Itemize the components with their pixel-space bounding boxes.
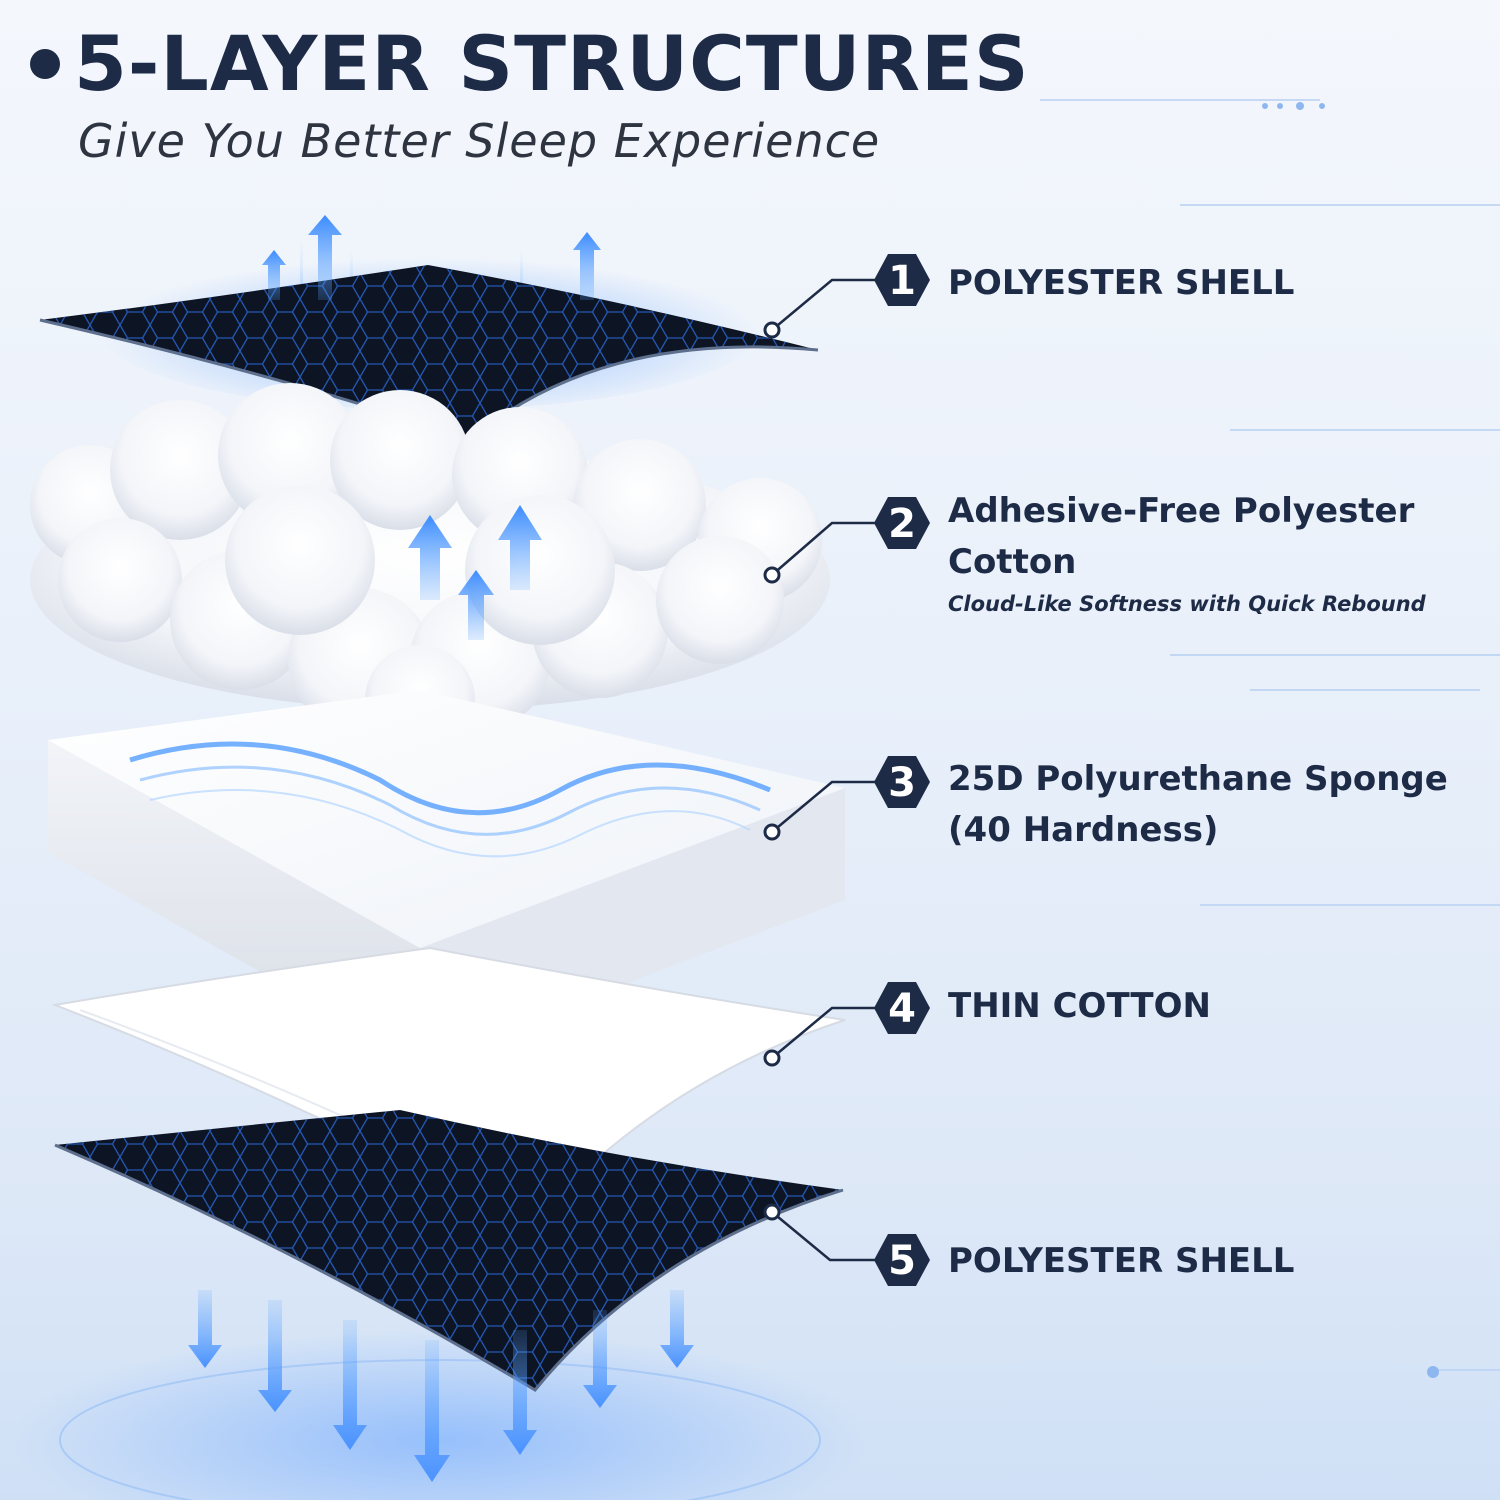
badge-3: 3 [874,756,930,808]
layer-3-label: 25D Polyurethane Sponge (40 Hardness) [948,754,1448,856]
layer-1-label: POLYESTER SHELL [948,258,1294,309]
badge-1: 1 [874,254,930,306]
connector-dot-icon [763,321,781,1221]
badge-number: 1 [888,258,916,304]
page-subtitle: Give You Better Sleep Experience [78,114,881,168]
title-row: 5-LAYER STRUCTURES [30,22,1030,106]
bullet-dot-icon [30,49,60,79]
badge-2: 2 [874,497,930,549]
badge-4: 4 [874,982,930,1034]
layer-5-title: POLYESTER SHELL [948,1241,1295,1281]
page-title: 5-LAYER STRUCTURES [74,19,1030,108]
callout-connectors [771,278,880,1262]
floor-ring [59,1359,821,1500]
layer-2-label: Adhesive-Free Polyester Cotton Cloud-Lik… [948,486,1426,616]
layer-5-label: POLYESTER SHELL [948,1236,1294,1287]
badge-5: 5 [874,1234,930,1286]
badge-number: 4 [888,986,916,1032]
badge-number: 3 [888,760,916,806]
down-arrow-icon [188,1290,694,1482]
header: 5-LAYER STRUCTURES Give You Better Sleep… [30,22,1030,168]
layer-2-title-line-1: Adhesive-Free Polyester [948,491,1415,531]
layer-3-title-line-1: 25D Polyurethane Sponge [948,759,1448,799]
layer-2-title-line-2: Cotton [948,542,1077,582]
background-tech-lines [1040,99,1500,1371]
badge-number: 2 [888,501,916,547]
layer-3-title-line-2: (40 Hardness) [948,810,1219,850]
layer-2-subtitle: Cloud-Like Softness with Quick Rebound [948,592,1426,616]
layer-1-polyester-shell [39,250,819,442]
layer-4-label: THIN COTTON [948,981,1211,1032]
background-dots [1262,102,1439,1378]
hexagon-number-badge-icon: 1 2 3 4 5 [874,254,930,1286]
badge-number: 5 [888,1238,916,1284]
layer-2-cloud-cotton [30,383,830,755]
layer-4-title: THIN COTTON [948,986,1211,1026]
floor-glow [10,1330,870,1500]
layer-1-title: POLYESTER SHELL [948,263,1295,303]
up-arrow-icon [262,215,601,640]
